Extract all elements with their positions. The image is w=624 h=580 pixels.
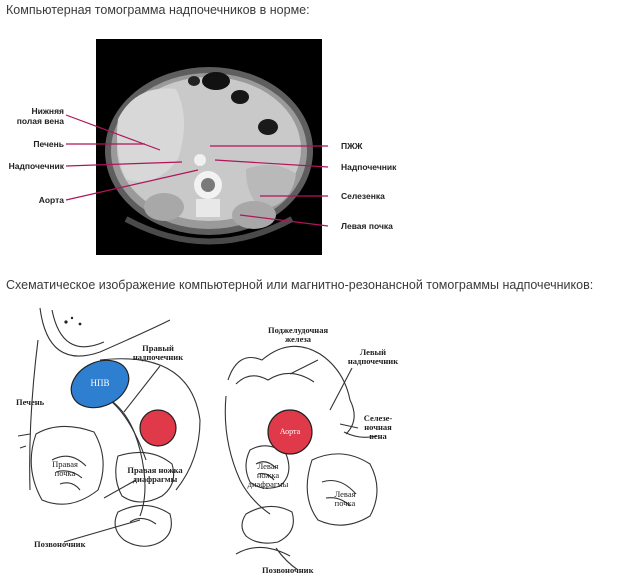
- ct-scan-image: [96, 39, 322, 255]
- schema-label-right-adrenal: Правый надпочечник: [132, 343, 184, 362]
- schema-label-liver: Печень: [16, 397, 45, 407]
- schema-label-left-adrenal: Левый надпочечник: [347, 347, 399, 366]
- ct-label-adrenal-left: Надпочечник: [8, 161, 64, 171]
- schema-label-right-kidney: Правая почка: [52, 459, 78, 478]
- schema-label-pancreas: Поджелудочная железа: [267, 325, 329, 344]
- schema-label-right-crus: Правая ножка диафрагмы: [127, 465, 183, 484]
- schema-label-ivc: НПВ: [90, 378, 110, 388]
- schema-label-spine-right: Позвоночник: [262, 565, 314, 575]
- ct-label-ivc: Нижняя полая вена: [16, 106, 64, 126]
- ct-label-pancreas: ПЖЖ: [341, 141, 363, 151]
- ct-label-aorta: Аорта: [38, 195, 64, 205]
- schema-drawings: [17, 307, 378, 571]
- schema-label-splenic-vein: Селезе- ночная вена: [363, 413, 393, 441]
- ct-label-liver: Печень: [33, 139, 64, 149]
- ivc-shape: [70, 359, 130, 409]
- ct-leader-lines: [65, 114, 329, 227]
- schema-label-spine-left: Позвоночник: [34, 539, 86, 549]
- schema-label-aorta: Аорта: [279, 427, 301, 436]
- ct-label-left-kidney: Левая почка: [341, 221, 393, 231]
- schema-label-left-crus: Левая ножка диафрагмы: [247, 461, 289, 489]
- ct-label-spleen: Селезенка: [341, 191, 385, 201]
- aorta-shape-left: [139, 409, 177, 447]
- ct-label-adrenal-right: Надпочечник: [341, 162, 397, 172]
- ct-section-title: Компьютерная томограмма надпочечников в …: [6, 3, 310, 17]
- schema-section-title: Схематическое изображение компьютерной и…: [6, 278, 594, 292]
- aorta-shape-right: [267, 409, 313, 455]
- schema-label-left-kidney: Левая почка: [334, 489, 356, 508]
